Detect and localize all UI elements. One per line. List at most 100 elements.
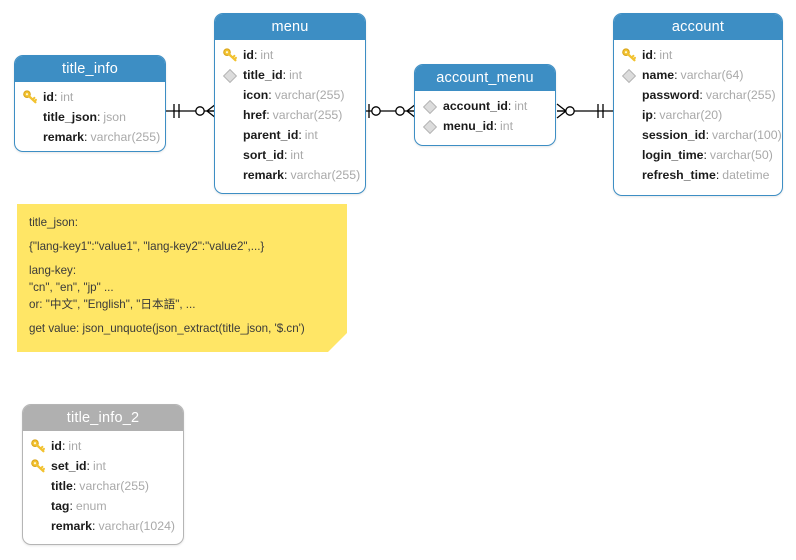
entity-title_info[interactable]: title_info id: int title_json: json [14,55,166,152]
field-name: id [43,90,54,104]
note-line: or: "中文", "English", "日本語", ... [29,298,196,311]
field-type: varchar(50) [709,148,773,162]
field-row[interactable]: parent_id: int [215,125,365,145]
entity-account[interactable]: account id: int name: varchar(64) [613,13,783,196]
note-fold-corner-icon [328,333,347,352]
field-name: parent_id [243,128,299,142]
field-colon: : [61,439,66,453]
field-marker-none [31,478,49,494]
field-type: varchar(255) [272,108,343,122]
relationship-menu-account_menu[interactable] [364,100,417,122]
entity-title_info-fields: id: int title_json: json remark: varchar… [15,82,165,151]
field-name: title_json [43,110,97,124]
primary-key-icon [223,47,241,63]
field-row[interactable]: href: varchar(255) [215,105,365,125]
field-row[interactable]: id: int [614,45,782,65]
field-type: varchar(255) [79,479,150,493]
entity-title_info_2-title: title_info_2 [23,405,183,431]
field-row[interactable]: id: int [15,87,165,107]
field-name: password [642,88,700,102]
field-name: account_id [443,99,508,113]
field-colon: : [84,130,88,144]
field-name: tag [51,499,70,513]
field-type: int [514,99,528,113]
field-colon: : [86,459,90,473]
note-line: title_json: [29,216,78,229]
field-row[interactable]: remark: varchar(255) [215,165,365,185]
field-row[interactable]: title: varchar(255) [23,476,183,496]
field-colon: : [253,48,258,62]
field-colon: : [92,519,96,533]
field-name: id [51,439,62,453]
field-colon: : [96,110,101,124]
field-name: sort_id [243,148,284,162]
field-colon: : [72,479,77,493]
field-colon: : [69,499,73,513]
foreign-key-diamond-icon [222,67,241,84]
field-marker-none [223,87,241,103]
field-type: int [500,119,513,133]
field-colon: : [652,108,657,122]
field-type: varchar(64) [680,68,744,82]
relationship-title_info-menu[interactable] [164,100,217,122]
field-row[interactable]: id: int [23,436,183,456]
field-row[interactable]: set_id: int [23,456,183,476]
field-colon: : [705,128,709,142]
field-type: int [659,48,673,62]
relationship-account_menu-account[interactable] [556,100,613,122]
field-marker-none [622,87,640,103]
field-type: int [60,90,74,104]
field-name: id [642,48,653,62]
field-name: href [243,108,267,122]
field-name: title_id [243,68,283,82]
field-colon: : [268,88,272,102]
entity-account_menu[interactable]: account_menu account_id: int menu_id: in… [414,64,556,146]
foreign-key-diamond-icon [422,98,441,115]
field-colon: : [507,99,512,113]
field-row[interactable]: refresh_time: datetime [614,165,782,185]
field-row[interactable]: password: varchar(255) [614,85,782,105]
field-row[interactable]: ip: varchar(20) [614,105,782,125]
field-row[interactable]: title_id: int [215,65,365,85]
field-row[interactable]: remark: varchar(255) [15,127,165,147]
field-type: varchar(20) [659,108,723,122]
field-row[interactable]: remark: varchar(1024) [23,516,183,536]
primary-key-icon [31,438,49,454]
field-row[interactable]: login_time: varchar(50) [614,145,782,165]
field-marker-none [622,107,640,123]
field-colon: : [493,119,497,133]
field-colon: : [298,128,302,142]
field-marker-none [31,498,49,514]
field-row[interactable]: account_id: int [415,96,555,116]
field-marker-none [622,147,640,163]
entity-account-title: account [614,14,782,40]
field-name: set_id [51,459,87,473]
entity-menu[interactable]: menu id: int title_id: int [214,13,366,194]
field-colon: : [282,68,287,82]
field-name: remark [43,130,85,144]
field-name: refresh_time [642,168,716,182]
field-type: varchar(1024) [98,519,176,533]
field-name: session_id [642,128,706,142]
field-marker-none [31,518,49,534]
entity-title_info_2[interactable]: title_info_2 id: int [22,404,184,545]
field-colon: : [284,148,288,162]
field-colon: : [652,48,657,62]
field-row[interactable]: id: int [215,45,365,65]
field-row[interactable]: name: varchar(64) [614,65,782,85]
field-type: int [92,459,106,473]
field-row[interactable]: sort_id: int [215,145,365,165]
note-line: "cn", "en", "jp" ... [29,281,114,294]
field-row[interactable]: menu_id: int [415,116,555,136]
field-row[interactable]: tag: enum [23,496,183,516]
field-type: enum [75,499,107,513]
field-name: login_time [642,148,704,162]
field-row[interactable]: title_json: json [15,107,165,127]
field-name: title [51,479,73,493]
foreign-key-diamond-icon [621,67,640,84]
field-row[interactable]: icon: varchar(255) [215,85,365,105]
field-row[interactable]: session_id: varchar(100) [614,125,782,145]
entity-title_info-title: title_info [15,56,165,82]
sticky-note-title_json[interactable]: title_json: {"lang-key1":"value1", "lang… [17,204,347,352]
